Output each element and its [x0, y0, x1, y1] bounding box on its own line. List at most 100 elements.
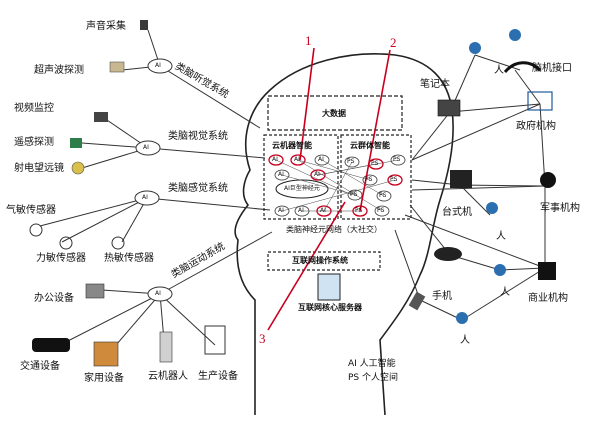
gas-sensor-icon — [29, 223, 43, 237]
hub-label: AI — [142, 194, 148, 201]
node-ai: AI — [298, 207, 304, 214]
label-production: 生产设备 — [198, 371, 238, 382]
camera-icon — [94, 112, 108, 122]
home-appliance-icon — [93, 341, 119, 367]
label-gov: 政府机构 — [516, 121, 556, 132]
marker-3: 3 — [259, 331, 266, 346]
marker-1: 1 — [305, 33, 312, 48]
notebook-icon — [437, 99, 461, 117]
label-person: 人 — [500, 287, 510, 298]
node-ps: PS — [347, 158, 355, 165]
node-ps: PS — [377, 207, 385, 214]
label-force: 力敏传感器 — [36, 253, 86, 264]
head-outline — [234, 53, 454, 416]
node-ai: AI — [294, 156, 300, 163]
label-heat: 热敏传感器 — [104, 253, 154, 264]
printer-icon — [85, 283, 105, 299]
node-ps: PS — [379, 192, 387, 199]
branch-sense: 类脑感觉系统 — [168, 183, 228, 194]
label-sound: 声音采集 — [86, 21, 126, 32]
bci-headset-icon — [503, 61, 542, 74]
label-telescope: 射电望远镜 — [14, 163, 64, 174]
hub-hearing — [147, 58, 173, 74]
branch-vision: 类脑视觉系统 — [168, 131, 228, 142]
os-box — [267, 251, 381, 271]
label-bci: 脑机接口 — [532, 63, 572, 74]
ultrasonic-icon — [109, 61, 125, 73]
label-phone: 手机 — [432, 291, 452, 302]
core-server-label: 互联网核心服务器 — [298, 303, 362, 312]
marker-line-3 — [267, 201, 346, 331]
label-traffic: 交通设备 — [20, 361, 60, 372]
core-server-box — [317, 273, 341, 301]
legend-ps: PS 个人空间 — [348, 373, 399, 383]
node-ps: PS — [355, 207, 363, 214]
device-icons-left — [29, 20, 226, 367]
person-icon — [486, 202, 498, 214]
phone-icon — [408, 291, 426, 311]
giant-neuron — [275, 179, 329, 199]
cloud-robot-box — [263, 134, 339, 220]
hub-label: AI — [155, 62, 161, 69]
heat-sensor-icon — [111, 236, 125, 250]
node-ps: PS — [393, 156, 401, 163]
label-military: 军事机构 — [540, 203, 580, 214]
label-gas: 气敏传感器 — [6, 205, 56, 216]
cloud-swarm-box — [340, 134, 412, 220]
neuron-links — [275, 159, 399, 212]
bigdata-label: 大数据 — [322, 109, 346, 118]
hub-motion — [147, 286, 173, 302]
neural-net-label: 类脑神经元网络（大社交） — [286, 225, 382, 234]
red-marker-lines — [267, 47, 391, 331]
label-person: 人 — [460, 335, 470, 346]
brain-boxes — [263, 95, 412, 301]
car-icon — [32, 338, 70, 352]
device-icons-right — [408, 29, 556, 324]
legend-ai: AI 人工智能 — [348, 359, 396, 369]
label-notebook: 笔记本 — [420, 79, 450, 90]
node-ai: AI — [278, 171, 284, 178]
person-icon — [494, 264, 506, 276]
label-person: 人 — [496, 231, 506, 242]
military-icon — [540, 172, 556, 188]
label-home: 家用设备 — [84, 373, 124, 384]
marker-line-1 — [299, 47, 315, 161]
hub-sense — [134, 190, 160, 206]
telescope-icon — [71, 161, 85, 175]
node-ai: AI — [278, 207, 284, 214]
label-robot: 云机器人 — [148, 371, 188, 382]
marker-line-2 — [359, 49, 391, 212]
person-icon — [509, 29, 521, 41]
label-ultrasonic: 超声波探测 — [34, 65, 84, 76]
desktop-icon — [450, 170, 472, 188]
robot-icon — [159, 331, 173, 363]
label-desktop: 台式机 — [442, 207, 472, 218]
os-label: 互联网操作系统 — [292, 256, 348, 265]
business-icon — [538, 262, 556, 280]
vr-glasses-icon — [434, 247, 462, 261]
hub-label: AI — [155, 290, 161, 297]
marker-2: 2 — [390, 35, 397, 50]
label-business: 商业机构 — [528, 293, 568, 304]
label-video: 视频监控 — [14, 103, 54, 114]
label-remote: 遥感探测 — [14, 137, 54, 148]
label-office: 办公设备 — [34, 293, 74, 304]
node-ai: AI — [272, 156, 278, 163]
node-ai: AI — [314, 171, 320, 178]
oil-pump-icon — [204, 325, 226, 355]
node-ps: PS — [365, 176, 373, 183]
force-sensor-icon — [59, 236, 73, 250]
node-ps: PS — [350, 191, 358, 198]
node-ps: PS — [390, 176, 398, 183]
node-ps: PS — [371, 160, 379, 167]
hub-vision — [135, 140, 161, 156]
cloud-swarm-label: 云群体智能 — [350, 141, 390, 150]
label-person: 人 — [494, 65, 504, 76]
giant-neuron-label: AI巨型神经元 — [284, 185, 320, 192]
node-ai: AI — [320, 207, 326, 214]
microphone-icon — [140, 20, 148, 30]
bigdata-box — [267, 95, 403, 131]
cloud-robot-label: 云机器智能 — [272, 141, 312, 150]
government-icon — [527, 91, 553, 111]
